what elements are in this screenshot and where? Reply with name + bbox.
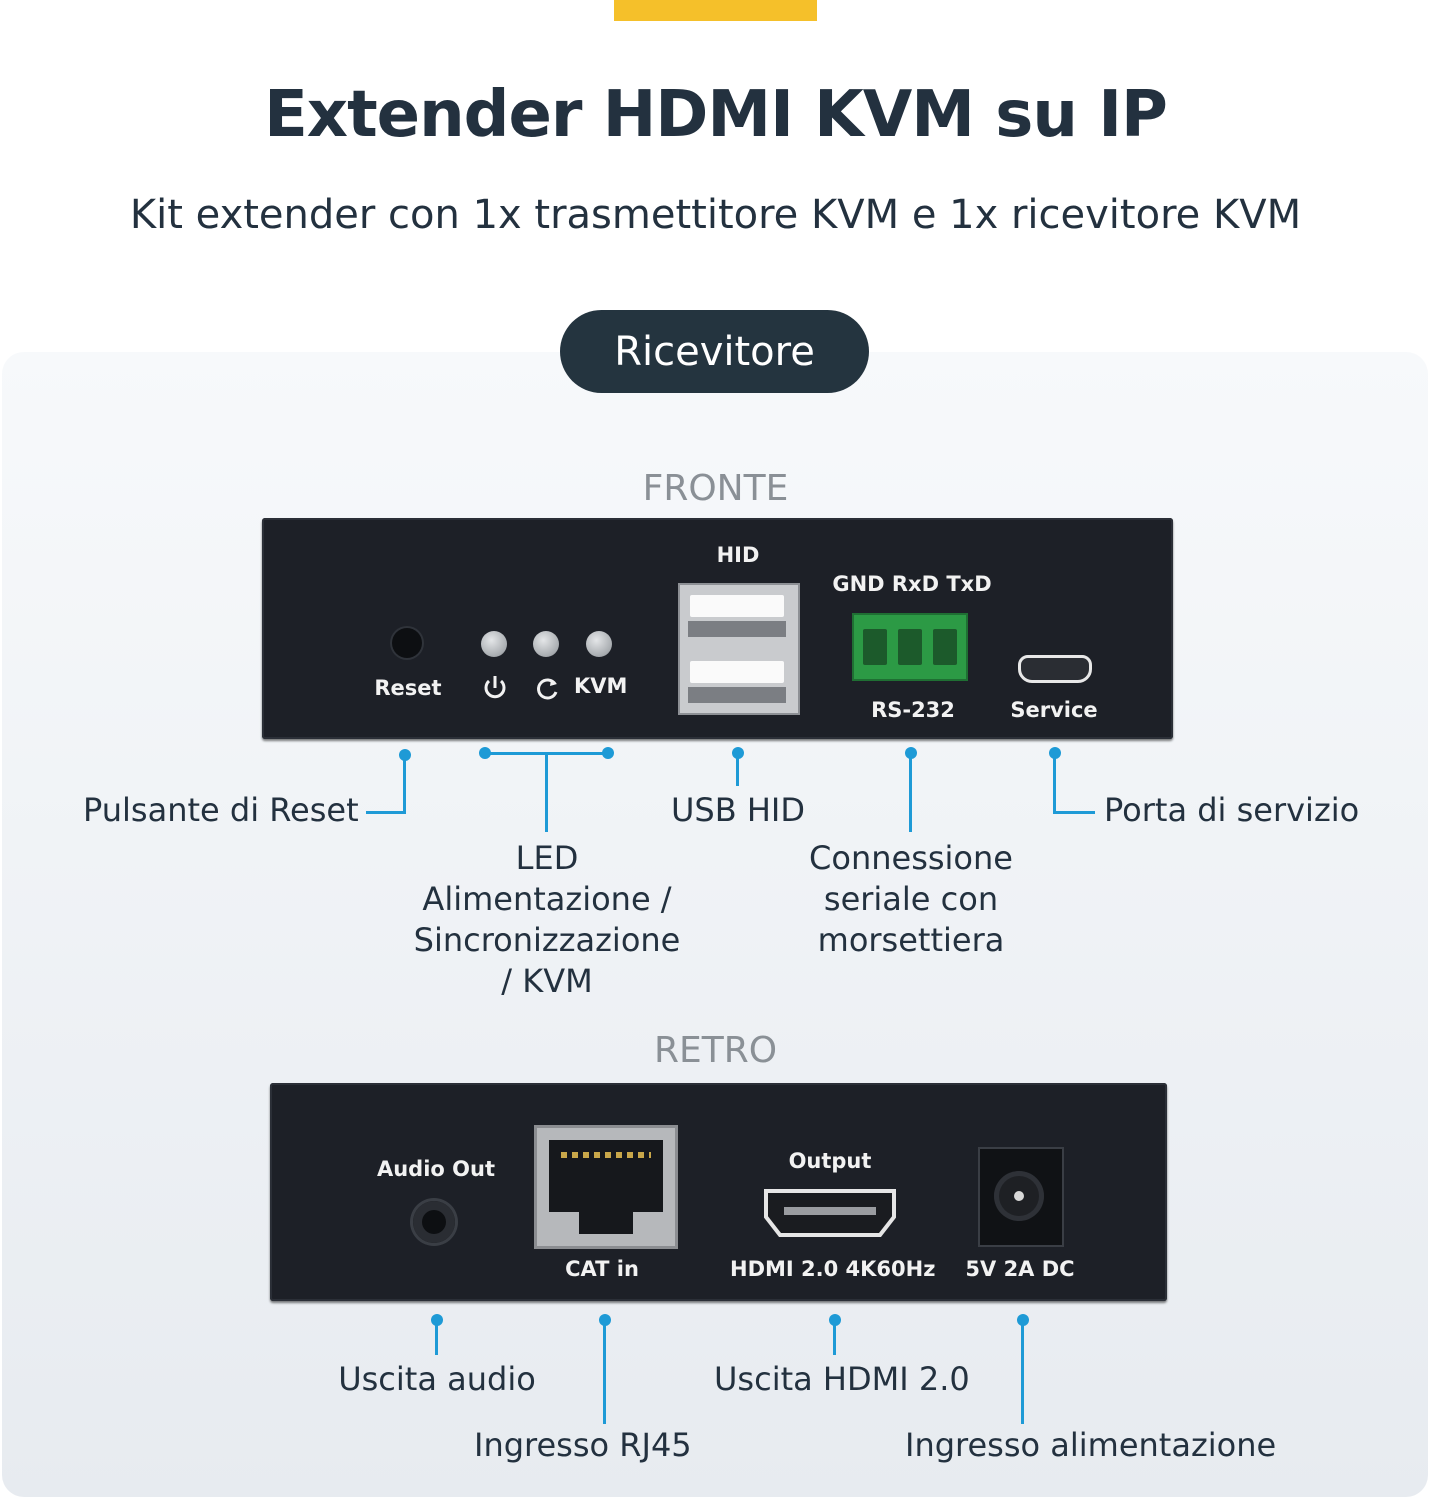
usb-callout: USB HID bbox=[671, 791, 805, 829]
page-subtitle: Kit extender con 1x trasmettitore KVM e … bbox=[129, 192, 1302, 238]
reset-callout-line bbox=[403, 755, 406, 812]
front-device: Reset KVM HID GND RxD TxD RS-232 Service bbox=[262, 518, 1173, 739]
power-callout: Ingresso alimentazione bbox=[905, 1426, 1277, 1464]
power-device-label: 5V 2A DC bbox=[965, 1257, 1075, 1281]
serial-callout-line bbox=[909, 752, 912, 832]
service-callout-line-h bbox=[1053, 811, 1095, 814]
terminal-block-icon bbox=[852, 613, 968, 681]
usb-port-icon bbox=[678, 583, 800, 715]
hdmi-device-label: HDMI 2.0 4K60Hz bbox=[730, 1257, 936, 1281]
hdmi-callout-line bbox=[833, 1320, 836, 1355]
led-callout: LED Alimentazione / Sincronizzazione / K… bbox=[413, 839, 681, 1000]
service-device-label: Service bbox=[1010, 698, 1098, 722]
audio-jack-icon bbox=[413, 1201, 455, 1243]
usb-callout-line bbox=[736, 752, 739, 786]
micro-usb-icon bbox=[1018, 655, 1092, 683]
output-device-label: Output bbox=[788, 1149, 872, 1173]
service-callout: Porta di servizio bbox=[1104, 791, 1360, 829]
led-callout-dot-right bbox=[602, 747, 614, 759]
reset-button-icon bbox=[392, 628, 422, 658]
hid-device-label: HID bbox=[716, 543, 760, 567]
power-icon bbox=[484, 676, 506, 699]
rj45-callout: Ingresso RJ45 bbox=[474, 1426, 692, 1464]
power-callout-line bbox=[1021, 1320, 1024, 1424]
audio-callout: Uscita audio bbox=[338, 1360, 536, 1398]
sync-led-icon bbox=[533, 631, 559, 657]
sync-icon bbox=[537, 678, 558, 700]
audio-callout-line bbox=[435, 1320, 438, 1355]
hdmi-port-icon bbox=[764, 1189, 896, 1237]
rear-device: Audio Out CAT in Output HDMI 2.0 4K60Hz … bbox=[270, 1083, 1167, 1301]
kvm-led-label: KVM bbox=[574, 674, 628, 698]
service-callout-line bbox=[1053, 752, 1056, 812]
power-led-icon bbox=[481, 631, 507, 657]
led-callout-line bbox=[545, 752, 548, 832]
rear-section-label: RETRO bbox=[653, 1030, 778, 1071]
reset-device-label: Reset bbox=[374, 676, 442, 700]
hdmi-callout: Uscita HDMI 2.0 bbox=[714, 1360, 970, 1398]
reset-callout-line-h bbox=[366, 811, 406, 814]
rj45-port-icon bbox=[534, 1125, 678, 1249]
serial-pins-label: GND RxD TxD bbox=[832, 572, 992, 596]
kvm-led-icon bbox=[586, 631, 612, 657]
page-title: Extender HDMI KVM su IP bbox=[264, 78, 1168, 152]
front-section-label: FRONTE bbox=[642, 468, 789, 509]
accent-bar bbox=[614, 0, 817, 21]
rs232-device-label: RS-232 bbox=[871, 698, 955, 722]
reset-callout: Pulsante di Reset bbox=[83, 791, 359, 829]
audio-device-label: Audio Out bbox=[376, 1157, 495, 1181]
serial-callout: Connessione seriale con morsettiera bbox=[809, 839, 1013, 959]
dc-jack-icon bbox=[978, 1147, 1064, 1247]
cat-in-device-label: CAT in bbox=[565, 1257, 639, 1281]
rj45-callout-line bbox=[603, 1320, 606, 1424]
receiver-pill: Ricevitore bbox=[560, 310, 869, 393]
